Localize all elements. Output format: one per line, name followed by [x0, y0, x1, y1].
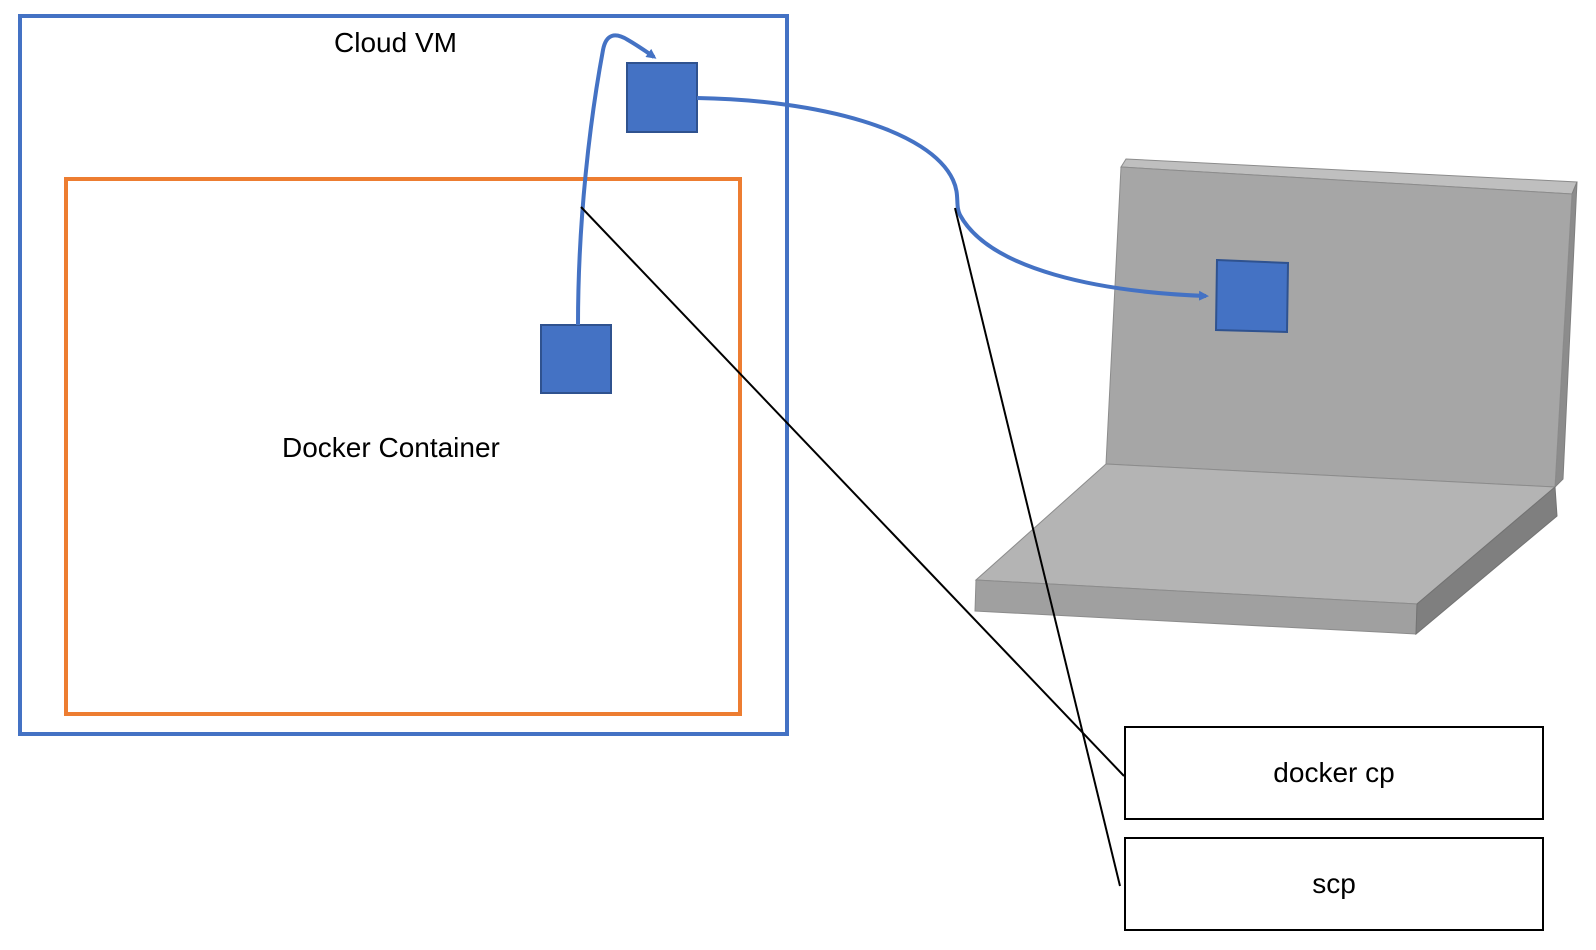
laptop-file-icon	[1214, 258, 1290, 334]
cloud-vm-box	[18, 14, 789, 736]
container-file-icon	[540, 324, 612, 394]
docker-container-label: Docker Container	[282, 432, 500, 463]
vm-to-laptop-arrow	[696, 96, 1209, 301]
docker-cp-callout: docker cp	[1124, 726, 1544, 820]
scp-callout: scp	[1124, 837, 1544, 931]
docker-container-box	[64, 177, 742, 716]
docker-cp-leader-line	[580, 206, 1125, 777]
container-to-vm-arrow	[576, 33, 657, 326]
laptop-icon	[974, 158, 1578, 636]
cloud-vm-label: Cloud VM	[334, 27, 457, 58]
scp-leader-line	[954, 207, 1121, 887]
vm-file-icon	[626, 62, 698, 133]
